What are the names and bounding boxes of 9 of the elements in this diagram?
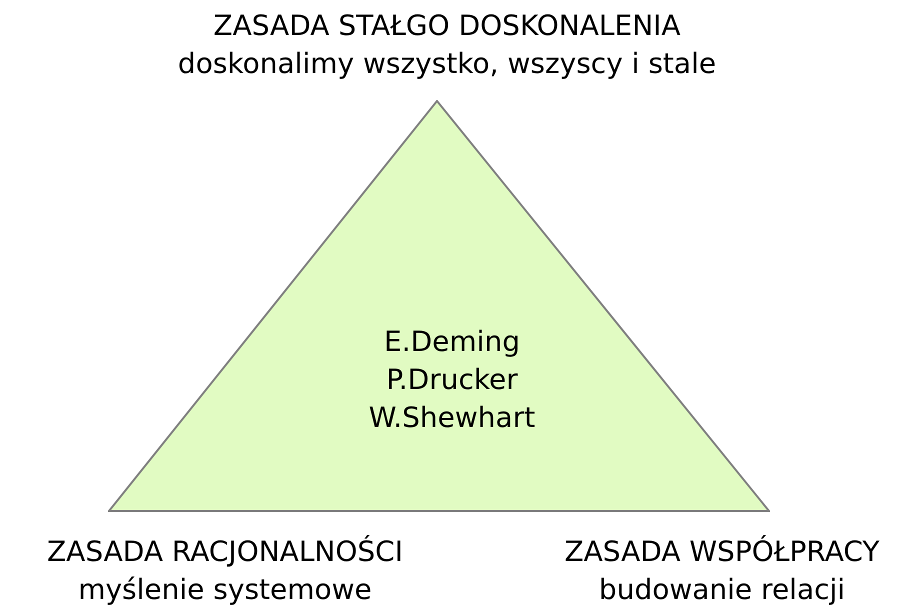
principle-subtitle: budowanie relacji	[598, 572, 846, 608]
principle-heading: ZASADA RACJONALNOŚCI	[47, 534, 403, 570]
principle-subtitle: myślenie systemowe	[78, 572, 372, 608]
principle-heading: ZASADA WSPÓŁPRACY	[564, 534, 880, 570]
principle-heading: ZASADA STAŁGO DOSKONALENIA	[213, 8, 681, 44]
person-name: W.Shewhart	[368, 400, 536, 436]
person-name: P.Drucker	[386, 362, 518, 398]
principle-subtitle: doskonalimy wszystko, wszyscy i stale	[178, 46, 716, 82]
person-name: E.Deming	[384, 324, 520, 360]
